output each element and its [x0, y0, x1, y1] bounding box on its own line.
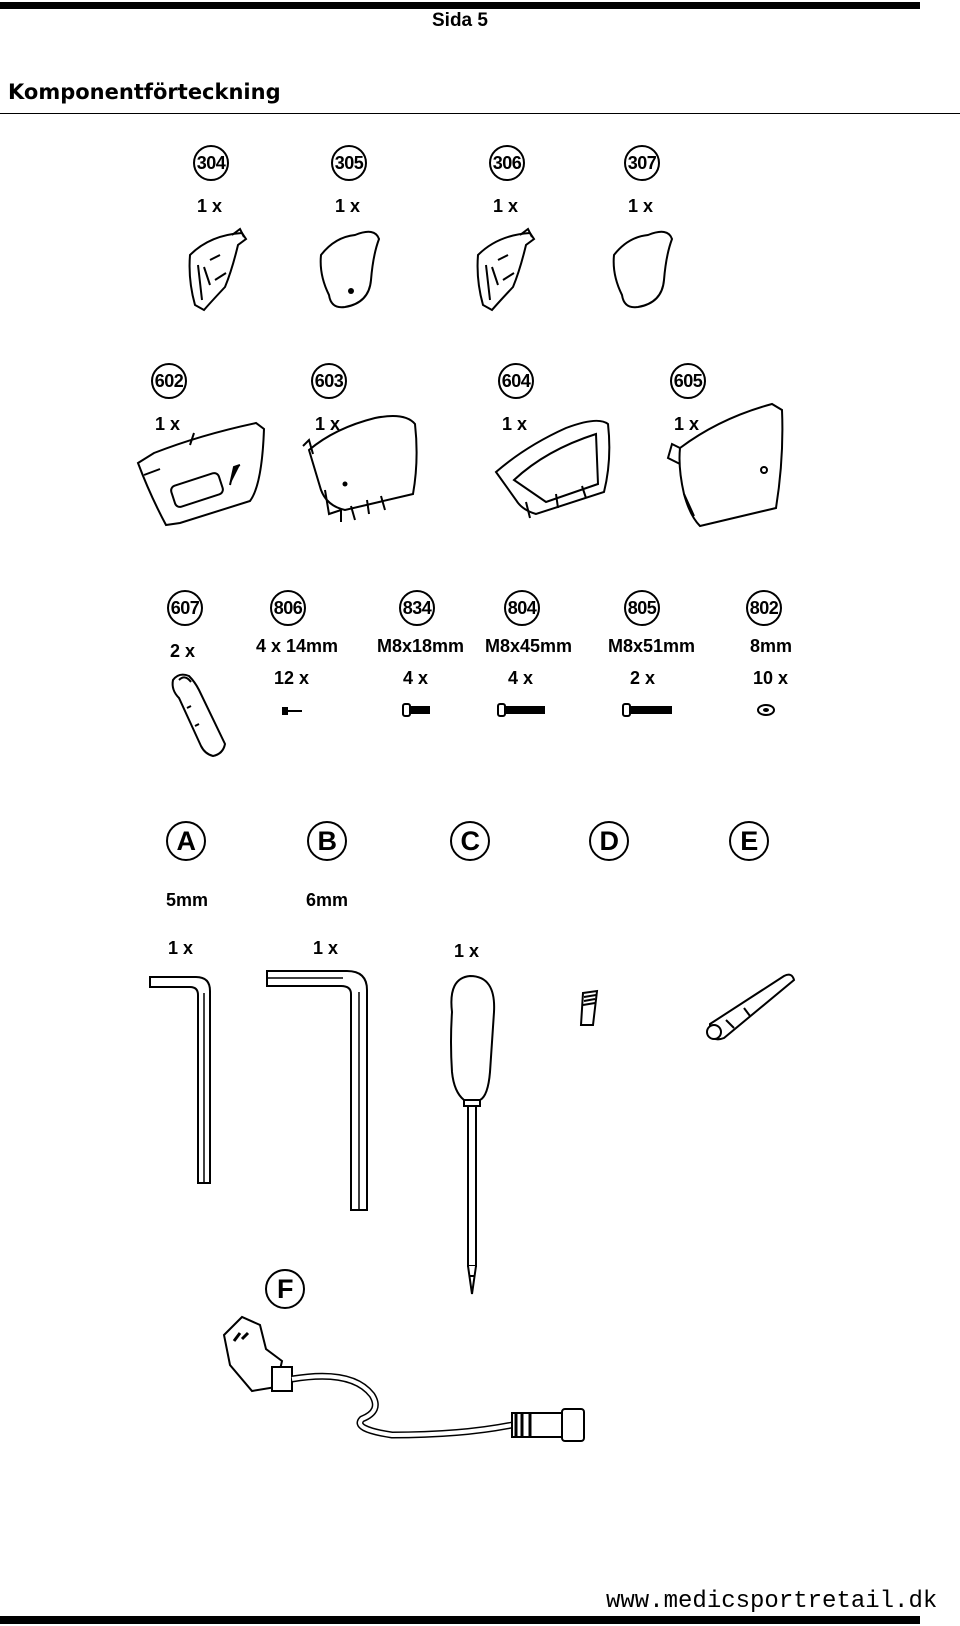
cover-right-illustration-2 [612, 230, 674, 309]
screwdriver-illustration [450, 974, 496, 1295]
part-spec-834: M8x18mm [377, 636, 465, 656]
part-badge-307: 307 [624, 145, 660, 181]
power-cable-illustration [222, 1315, 585, 1442]
cover-left-illustration-2 [476, 227, 536, 312]
part-badge-604: 604 [498, 363, 534, 399]
part-badge-304: 304 [193, 145, 229, 181]
tool-qty-c: 1 x [454, 941, 480, 961]
part-qty-604: 1 x [502, 414, 528, 434]
part-badge-306: 306 [489, 145, 525, 181]
frame-panel-illustration-2 [494, 419, 611, 519]
allen-key-6mm-illustration [266, 970, 368, 1211]
cover-right-illustration [319, 230, 381, 309]
page-title: Komponentförteckning [8, 80, 281, 104]
part-qty-304: 1 x [197, 196, 223, 216]
part-spec-804: M8x45mm [485, 636, 573, 656]
part-spec-805: M8x51mm [608, 636, 696, 656]
top-rule [0, 2, 920, 9]
bolt-medium-illustration [497, 703, 545, 717]
tool-badge-a: A [166, 821, 206, 861]
page-number: Sida 5 [432, 10, 488, 31]
tool-badge-d: D [589, 821, 629, 861]
washer-illustration [757, 704, 775, 716]
part-badge-605: 605 [670, 363, 706, 399]
part-qty-306: 1 x [493, 196, 519, 216]
title-rule [0, 113, 960, 114]
part-badge-607: 607 [167, 590, 203, 626]
cover-left-illustration [188, 227, 248, 312]
tool-badge-b: B [307, 821, 347, 861]
bottom-rule [0, 1616, 920, 1624]
part-spec-802: 8mm [750, 636, 793, 656]
tool-spec-a: 5mm [166, 890, 209, 910]
part-spec-806: 4 x 14mm [256, 636, 339, 656]
bolt-short-illustration [402, 703, 430, 717]
part-badge-804: 804 [504, 590, 540, 626]
part-qty-605: 1 x [674, 414, 700, 434]
screw-illustration [282, 707, 302, 715]
tool-qty-b: 1 x [313, 938, 339, 958]
part-qty-603: 1 x [315, 414, 341, 434]
tool-qty-a: 1 x [168, 938, 194, 958]
part-qty-802: 10 x [753, 668, 789, 688]
part-badge-806: 806 [270, 590, 306, 626]
part-qty-305: 1 x [335, 196, 361, 216]
bolt-long-illustration [622, 703, 672, 717]
part-qty-804: 4 x [508, 668, 534, 688]
tool-badge-e: E [729, 821, 769, 861]
part-badge-834: 834 [399, 590, 435, 626]
part-qty-307: 1 x [628, 196, 654, 216]
part-badge-602: 602 [151, 363, 187, 399]
allen-key-5mm-illustration [149, 976, 211, 1184]
part-badge-802: 802 [746, 590, 782, 626]
part-qty-607: 2 x [170, 641, 196, 661]
tool-badge-f: F [265, 1269, 305, 1309]
frame-panel-illustration [136, 421, 266, 527]
pump-tool-illustration [706, 973, 796, 1041]
insert-tool-illustration [579, 989, 599, 1026]
tube-sleeve-illustration [171, 673, 227, 758]
part-qty-806: 12 x [274, 668, 310, 688]
part-badge-805: 805 [624, 590, 660, 626]
website-url: www.medicsportretail.dk [606, 1588, 938, 1615]
part-qty-834: 4 x [403, 668, 429, 688]
tool-spec-b: 6mm [306, 890, 349, 910]
side-panel-illustration [302, 415, 418, 522]
part-qty-602: 1 x [155, 414, 181, 434]
part-qty-805: 2 x [630, 668, 656, 688]
side-cover-illustration [666, 402, 784, 528]
tool-badge-c: C [450, 821, 490, 861]
part-badge-603: 603 [311, 363, 347, 399]
part-badge-305: 305 [331, 145, 367, 181]
